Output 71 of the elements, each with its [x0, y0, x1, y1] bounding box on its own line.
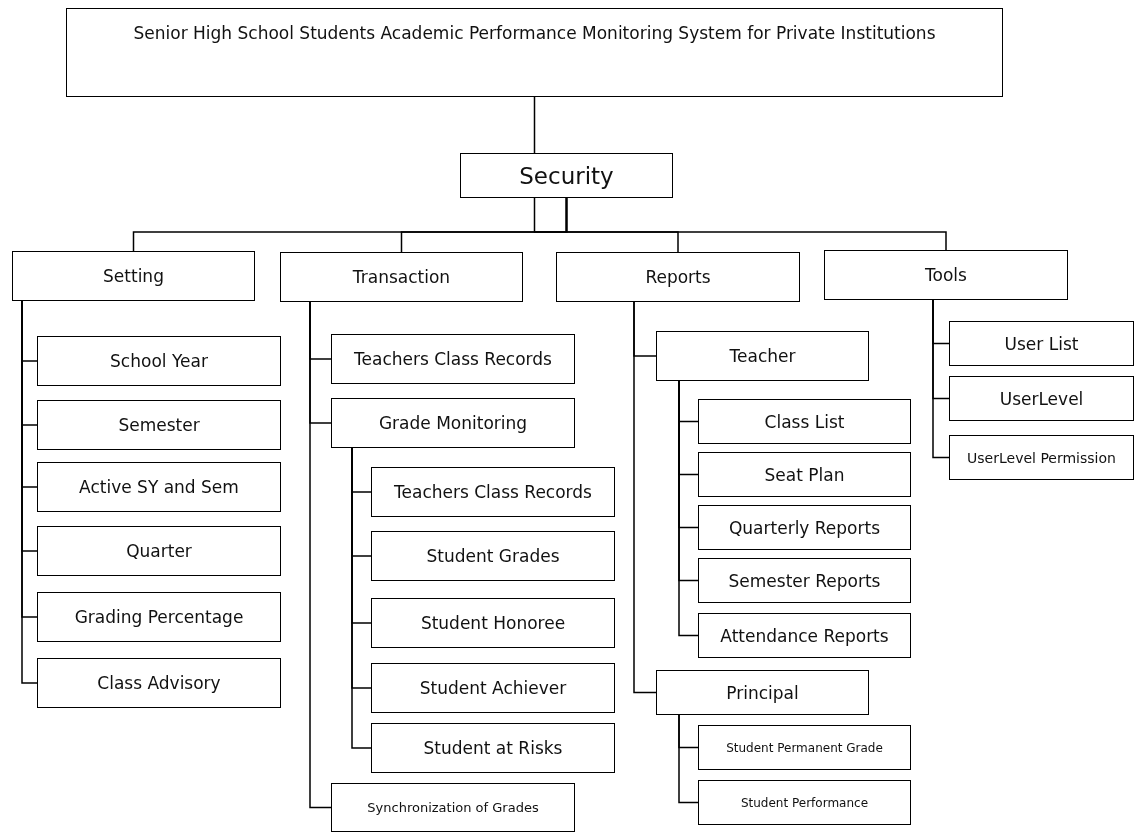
menu-box — [37, 592, 281, 642]
menu-box — [37, 526, 281, 576]
title-box — [66, 8, 1003, 97]
box-label: Tools — [925, 265, 967, 285]
menu-box — [37, 462, 281, 512]
menu-box — [698, 613, 911, 658]
menu-box — [460, 153, 673, 198]
box-label: Teachers Class Records — [394, 482, 592, 502]
menu-box — [949, 376, 1134, 421]
menu-box — [371, 723, 615, 773]
connector-line — [678, 380, 699, 637]
box-label: Principal — [726, 682, 799, 703]
connector-line — [565, 197, 947, 251]
box-label: Student Grades — [426, 546, 560, 566]
menu-box — [371, 598, 615, 648]
box-label: Quarterly Reports — [728, 517, 881, 538]
box-label: Teachers Class Records — [354, 349, 552, 369]
menu-box — [556, 252, 800, 302]
box-label: Synchronization of Grades — [367, 800, 539, 815]
box-label: Grade Monitoring — [378, 413, 528, 433]
menu-box — [37, 336, 281, 386]
menu-box — [698, 399, 911, 444]
box-label: Attendance Reports — [720, 625, 889, 646]
menu-box — [656, 670, 869, 715]
box-label: User List — [1004, 333, 1079, 354]
menu-box — [37, 400, 281, 450]
box-label: Semester Reports — [728, 570, 881, 591]
box-label: Transaction — [352, 267, 451, 287]
box-label: Security — [519, 162, 614, 189]
box-label: Semester — [118, 415, 200, 435]
menu-box — [331, 334, 575, 384]
menu-box — [698, 780, 911, 825]
menu-box — [656, 331, 869, 381]
menu-box — [280, 252, 523, 302]
box-label: Reports — [645, 267, 711, 287]
menu-box — [331, 398, 575, 448]
connector-line — [351, 447, 372, 749]
menu-box — [371, 663, 615, 713]
menu-box — [949, 435, 1134, 480]
menu-box — [331, 783, 575, 832]
box-label: Setting — [103, 266, 164, 286]
menu-box — [698, 725, 911, 770]
menu-box — [371, 531, 615, 581]
box-label: Class Advisory — [97, 673, 221, 693]
connector-line — [932, 299, 950, 459]
menu-box — [37, 658, 281, 708]
menu-box — [698, 505, 911, 550]
box-label: Student Permanent Grade — [726, 740, 883, 755]
menu-box — [949, 321, 1134, 366]
menu-box — [12, 251, 255, 301]
connector-line — [678, 714, 699, 804]
box-label: Student Performance — [740, 795, 869, 810]
box-label: Student at Risks — [423, 738, 563, 758]
box-label: Teacher — [729, 346, 796, 366]
menu-box — [371, 467, 615, 517]
box-label: Student Achiever — [419, 678, 567, 698]
box-label: Senior High School Students Academic Performance Monitoring System for Private Institutions — [133, 22, 936, 45]
box-label: Seat Plan — [764, 464, 845, 485]
box-label: Quarter — [126, 541, 192, 561]
menu-box — [824, 250, 1068, 300]
box-label: Active SY and Sem — [79, 477, 239, 497]
menu-box — [698, 558, 911, 603]
box-label: School Year — [110, 351, 208, 371]
connector-line — [309, 301, 332, 809]
box-label: UserLevel Permission — [967, 449, 1116, 466]
menu-box — [698, 452, 911, 497]
connector-line — [633, 301, 657, 694]
box-label: UserLevel — [999, 388, 1084, 409]
box-label: Class List — [764, 411, 845, 432]
box-label: Grading Percentage — [74, 607, 244, 627]
box-label: Student Honoree — [420, 613, 566, 633]
